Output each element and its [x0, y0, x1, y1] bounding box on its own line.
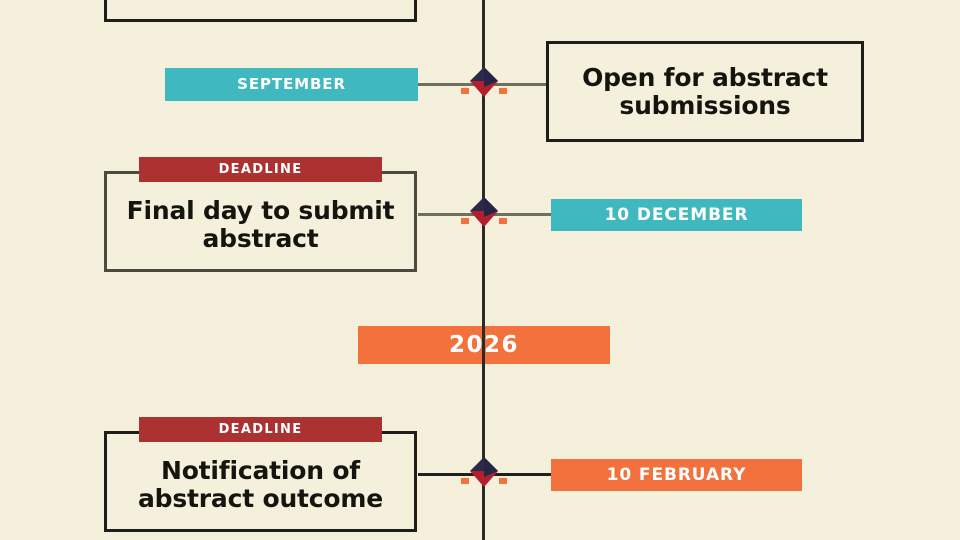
- event-card-final-day-to-submit-abstract-text: Final day to submit abstract: [126, 195, 395, 253]
- date-chip-10-february-label: 10 FEBRUARY: [606, 464, 747, 485]
- event-card-notification-of-abstract-outcome[interactable]: Notification of abstract outcome: [104, 431, 417, 532]
- event-card-open-for-abstract-submissions[interactable]: Open for abstract submissions: [546, 41, 864, 142]
- connector-rail-february: [418, 473, 552, 476]
- event-card-notification-of-abstract-outcome-text: Notification of abstract outcome: [138, 455, 383, 513]
- date-chip-10-february[interactable]: 10 FEBRUARY: [551, 459, 802, 491]
- deadline-ribbon-december-label: DEADLINE: [218, 162, 303, 177]
- event-card-clipped-top: [104, 0, 417, 22]
- deadline-ribbon-december: DEADLINE: [139, 157, 382, 182]
- date-chip-10-december-label: 10 DECEMBER: [604, 204, 749, 225]
- date-chip-september-label: SEPTEMBER: [237, 75, 346, 93]
- timeline-axis: [482, 0, 485, 540]
- connector-rail-december: [418, 213, 552, 216]
- event-card-final-day-to-submit-abstract[interactable]: Final day to submit abstract: [104, 171, 417, 272]
- event-card-open-for-abstract-submissions-text: Open for abstract submissions: [582, 62, 828, 120]
- date-chip-september[interactable]: SEPTEMBER: [165, 68, 418, 101]
- deadline-ribbon-february: DEADLINE: [139, 417, 382, 442]
- date-chip-10-december[interactable]: 10 DECEMBER: [551, 199, 802, 231]
- deadline-ribbon-february-label: DEADLINE: [218, 422, 303, 437]
